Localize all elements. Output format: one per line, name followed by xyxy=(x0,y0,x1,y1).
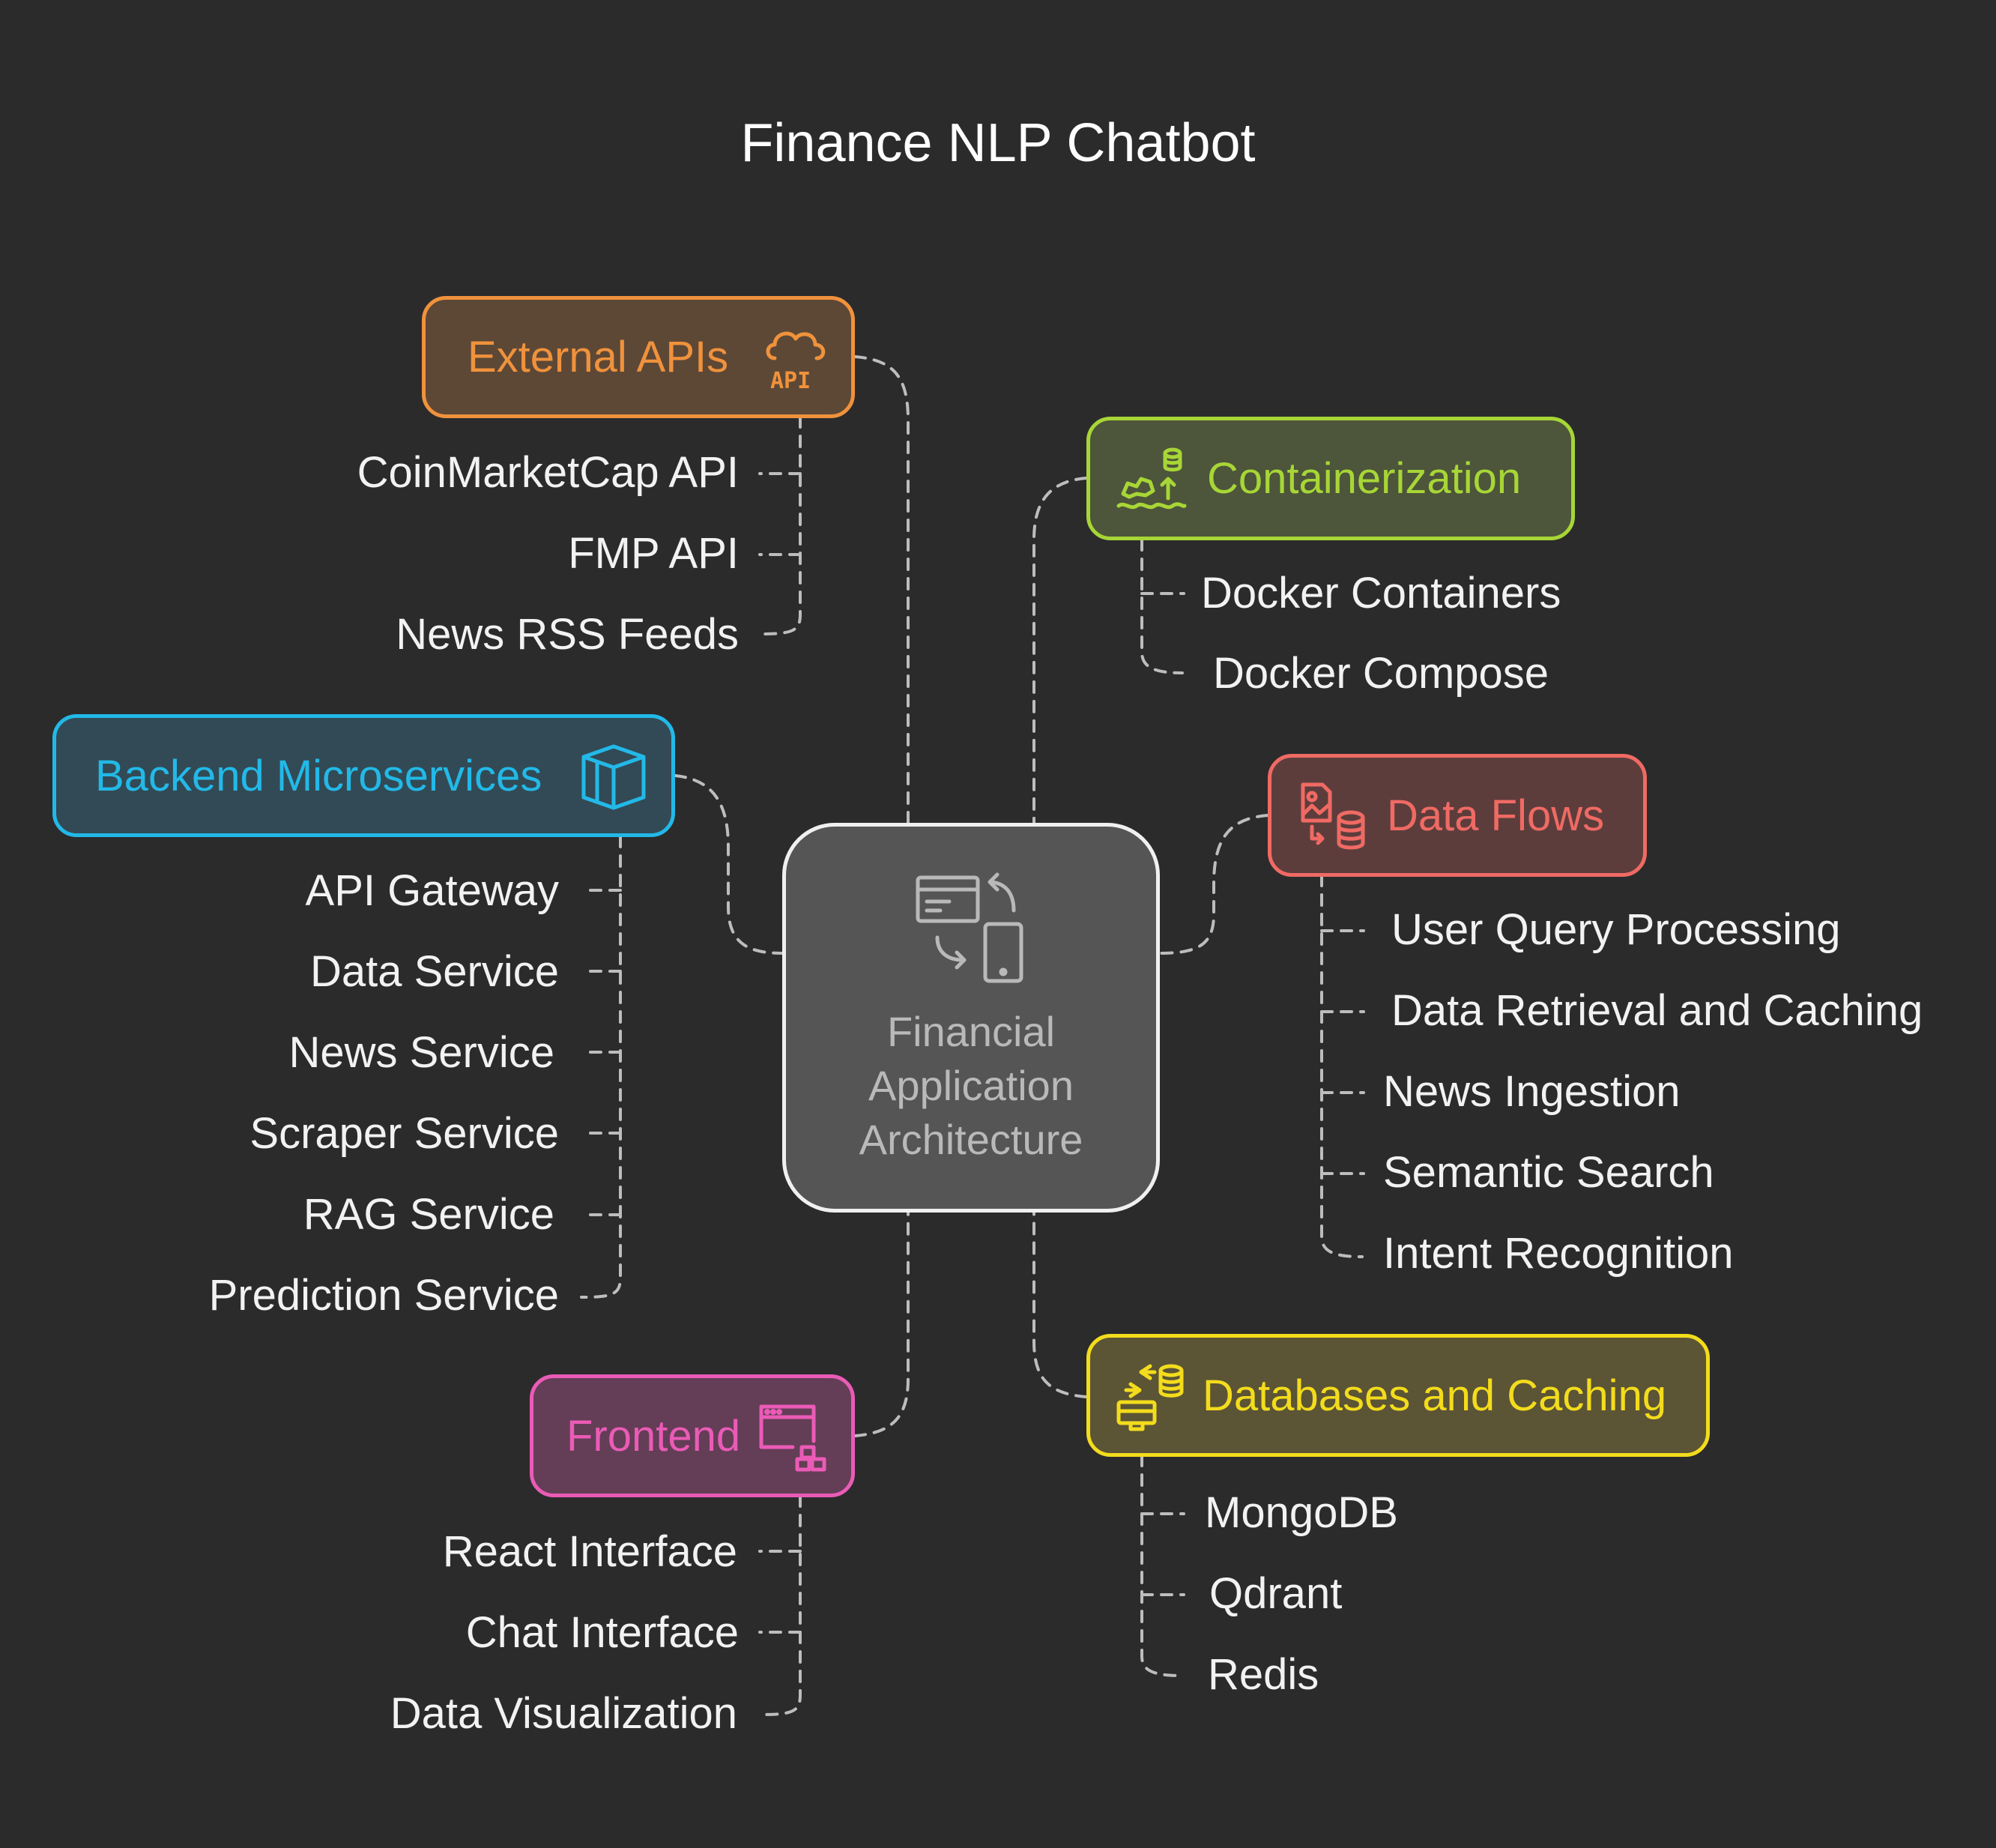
frontend-item: Chat Interface xyxy=(465,1608,739,1657)
frontend-node[interactable]: Frontend xyxy=(530,1374,855,1497)
cloud-api-icon: API xyxy=(761,322,833,398)
databases-item: Redis xyxy=(1208,1650,1319,1699)
svg-text:API: API xyxy=(770,368,811,394)
databases-caching-node[interactable]: Databases and Caching xyxy=(1086,1334,1710,1457)
external-apis-label: External APIs xyxy=(468,333,729,381)
center-label-line: Financial xyxy=(886,1008,1056,1055)
dataflows-item: User Query Processing xyxy=(1391,905,1841,954)
dataflows-item: Intent Recognition xyxy=(1383,1229,1734,1278)
external-item: FMP API xyxy=(568,529,739,578)
center-label-line: Architecture xyxy=(859,1116,1083,1163)
connector-databases xyxy=(1032,1211,1088,1398)
backend-item: Prediction Service xyxy=(208,1271,559,1320)
data-flows-label: Data Flows xyxy=(1387,791,1605,840)
connector-backend xyxy=(674,774,784,955)
backend-item: API Gateway xyxy=(305,866,559,915)
browser-components-icon xyxy=(758,1401,830,1476)
external-item: CoinMarketCap API xyxy=(357,448,739,497)
dataflows-item: Data Retrieval and Caching xyxy=(1391,986,1923,1035)
connector-frontend-items xyxy=(758,1494,802,1716)
center-node[interactable]: Financial Application Architecture xyxy=(782,823,1160,1213)
cube-icon xyxy=(578,740,650,816)
connector-external xyxy=(853,355,910,824)
frontend-item: Data Visualization xyxy=(390,1689,737,1738)
connector-dataflows-items xyxy=(1320,874,1364,1258)
connector-backend-items xyxy=(580,835,622,1299)
containerization-node[interactable]: Containerization xyxy=(1086,417,1575,540)
dataflows-item: News Ingestion xyxy=(1383,1067,1681,1116)
data-flows-node[interactable]: Data Flows xyxy=(1268,754,1647,877)
image-database-icon xyxy=(1297,780,1369,856)
external-apis-node[interactable]: External APIs API xyxy=(422,296,855,418)
connector-containerization xyxy=(1032,477,1088,824)
page-title: Finance NLP Chatbot xyxy=(740,113,1256,173)
external-item: News RSS Feeds xyxy=(396,610,739,659)
device-sync-icon xyxy=(913,872,1026,988)
backend-microservices-label: Backend Microservices xyxy=(95,751,542,800)
connector-frontend xyxy=(853,1211,910,1437)
containerization-item: Docker Containers xyxy=(1201,569,1561,617)
backend-item: News Service xyxy=(288,1028,554,1077)
databases-item: Qdrant xyxy=(1209,1569,1343,1618)
backend-item: Data Service xyxy=(309,947,559,996)
databases-item: MongoDB xyxy=(1205,1488,1398,1537)
center-label-line: Application xyxy=(868,1062,1074,1109)
connector-databases-items xyxy=(1140,1454,1184,1677)
frontend-item: React Interface xyxy=(442,1527,737,1576)
connector-containerization-items xyxy=(1140,538,1184,674)
backend-item: Scraper Service xyxy=(250,1109,559,1158)
containerization-item: Docker Compose xyxy=(1213,649,1549,698)
container-ship-icon xyxy=(1116,446,1188,522)
backend-microservices-node[interactable]: Backend Microservices xyxy=(52,714,675,837)
containerization-label: Containerization xyxy=(1207,454,1522,503)
frontend-label: Frontend xyxy=(566,1411,741,1461)
dataflows-item: Semantic Search xyxy=(1383,1148,1714,1197)
connector-dataflows xyxy=(1158,814,1269,955)
backend-item: RAG Service xyxy=(303,1190,554,1239)
database-sync-icon xyxy=(1116,1362,1188,1437)
databases-caching-label: Databases and Caching xyxy=(1203,1371,1667,1420)
connector-external-items xyxy=(758,415,802,635)
